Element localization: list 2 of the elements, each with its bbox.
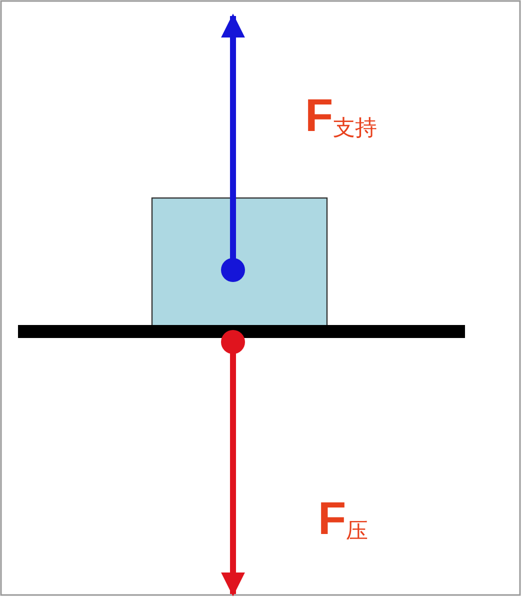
force-label: F$_{支持}$ [305,92,378,139]
force-label: F$_{压}$ [318,495,368,542]
